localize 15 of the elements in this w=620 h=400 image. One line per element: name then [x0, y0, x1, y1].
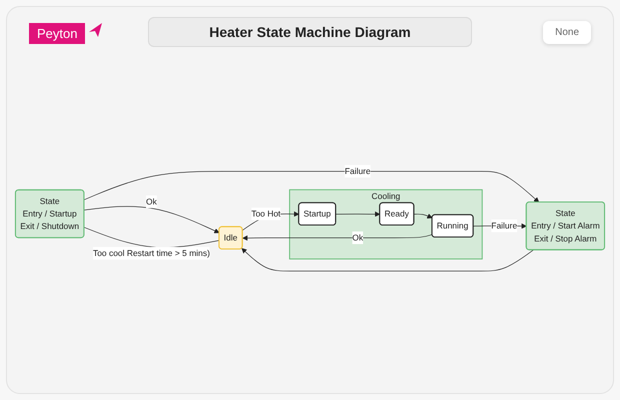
edge-label: Ok [146, 196, 157, 206]
arrow [242, 234, 433, 241]
edge-label: Failure [344, 166, 371, 176]
arrow [242, 248, 534, 272]
edge-label: Too cool Restart time > 5 mins) [92, 248, 210, 258]
user-name-tag: Peyton [29, 23, 86, 44]
arrow [84, 206, 220, 234]
edge-label: Ok [352, 232, 364, 242]
arrow [414, 214, 432, 218]
diagram-title: Heater State Machine Diagram [148, 17, 472, 47]
arrow [84, 170, 540, 203]
arrow [336, 212, 380, 217]
edge-label: Too Hot [251, 208, 281, 218]
toolbar-option: None [555, 27, 579, 38]
edge-label: Failure [491, 220, 518, 230]
